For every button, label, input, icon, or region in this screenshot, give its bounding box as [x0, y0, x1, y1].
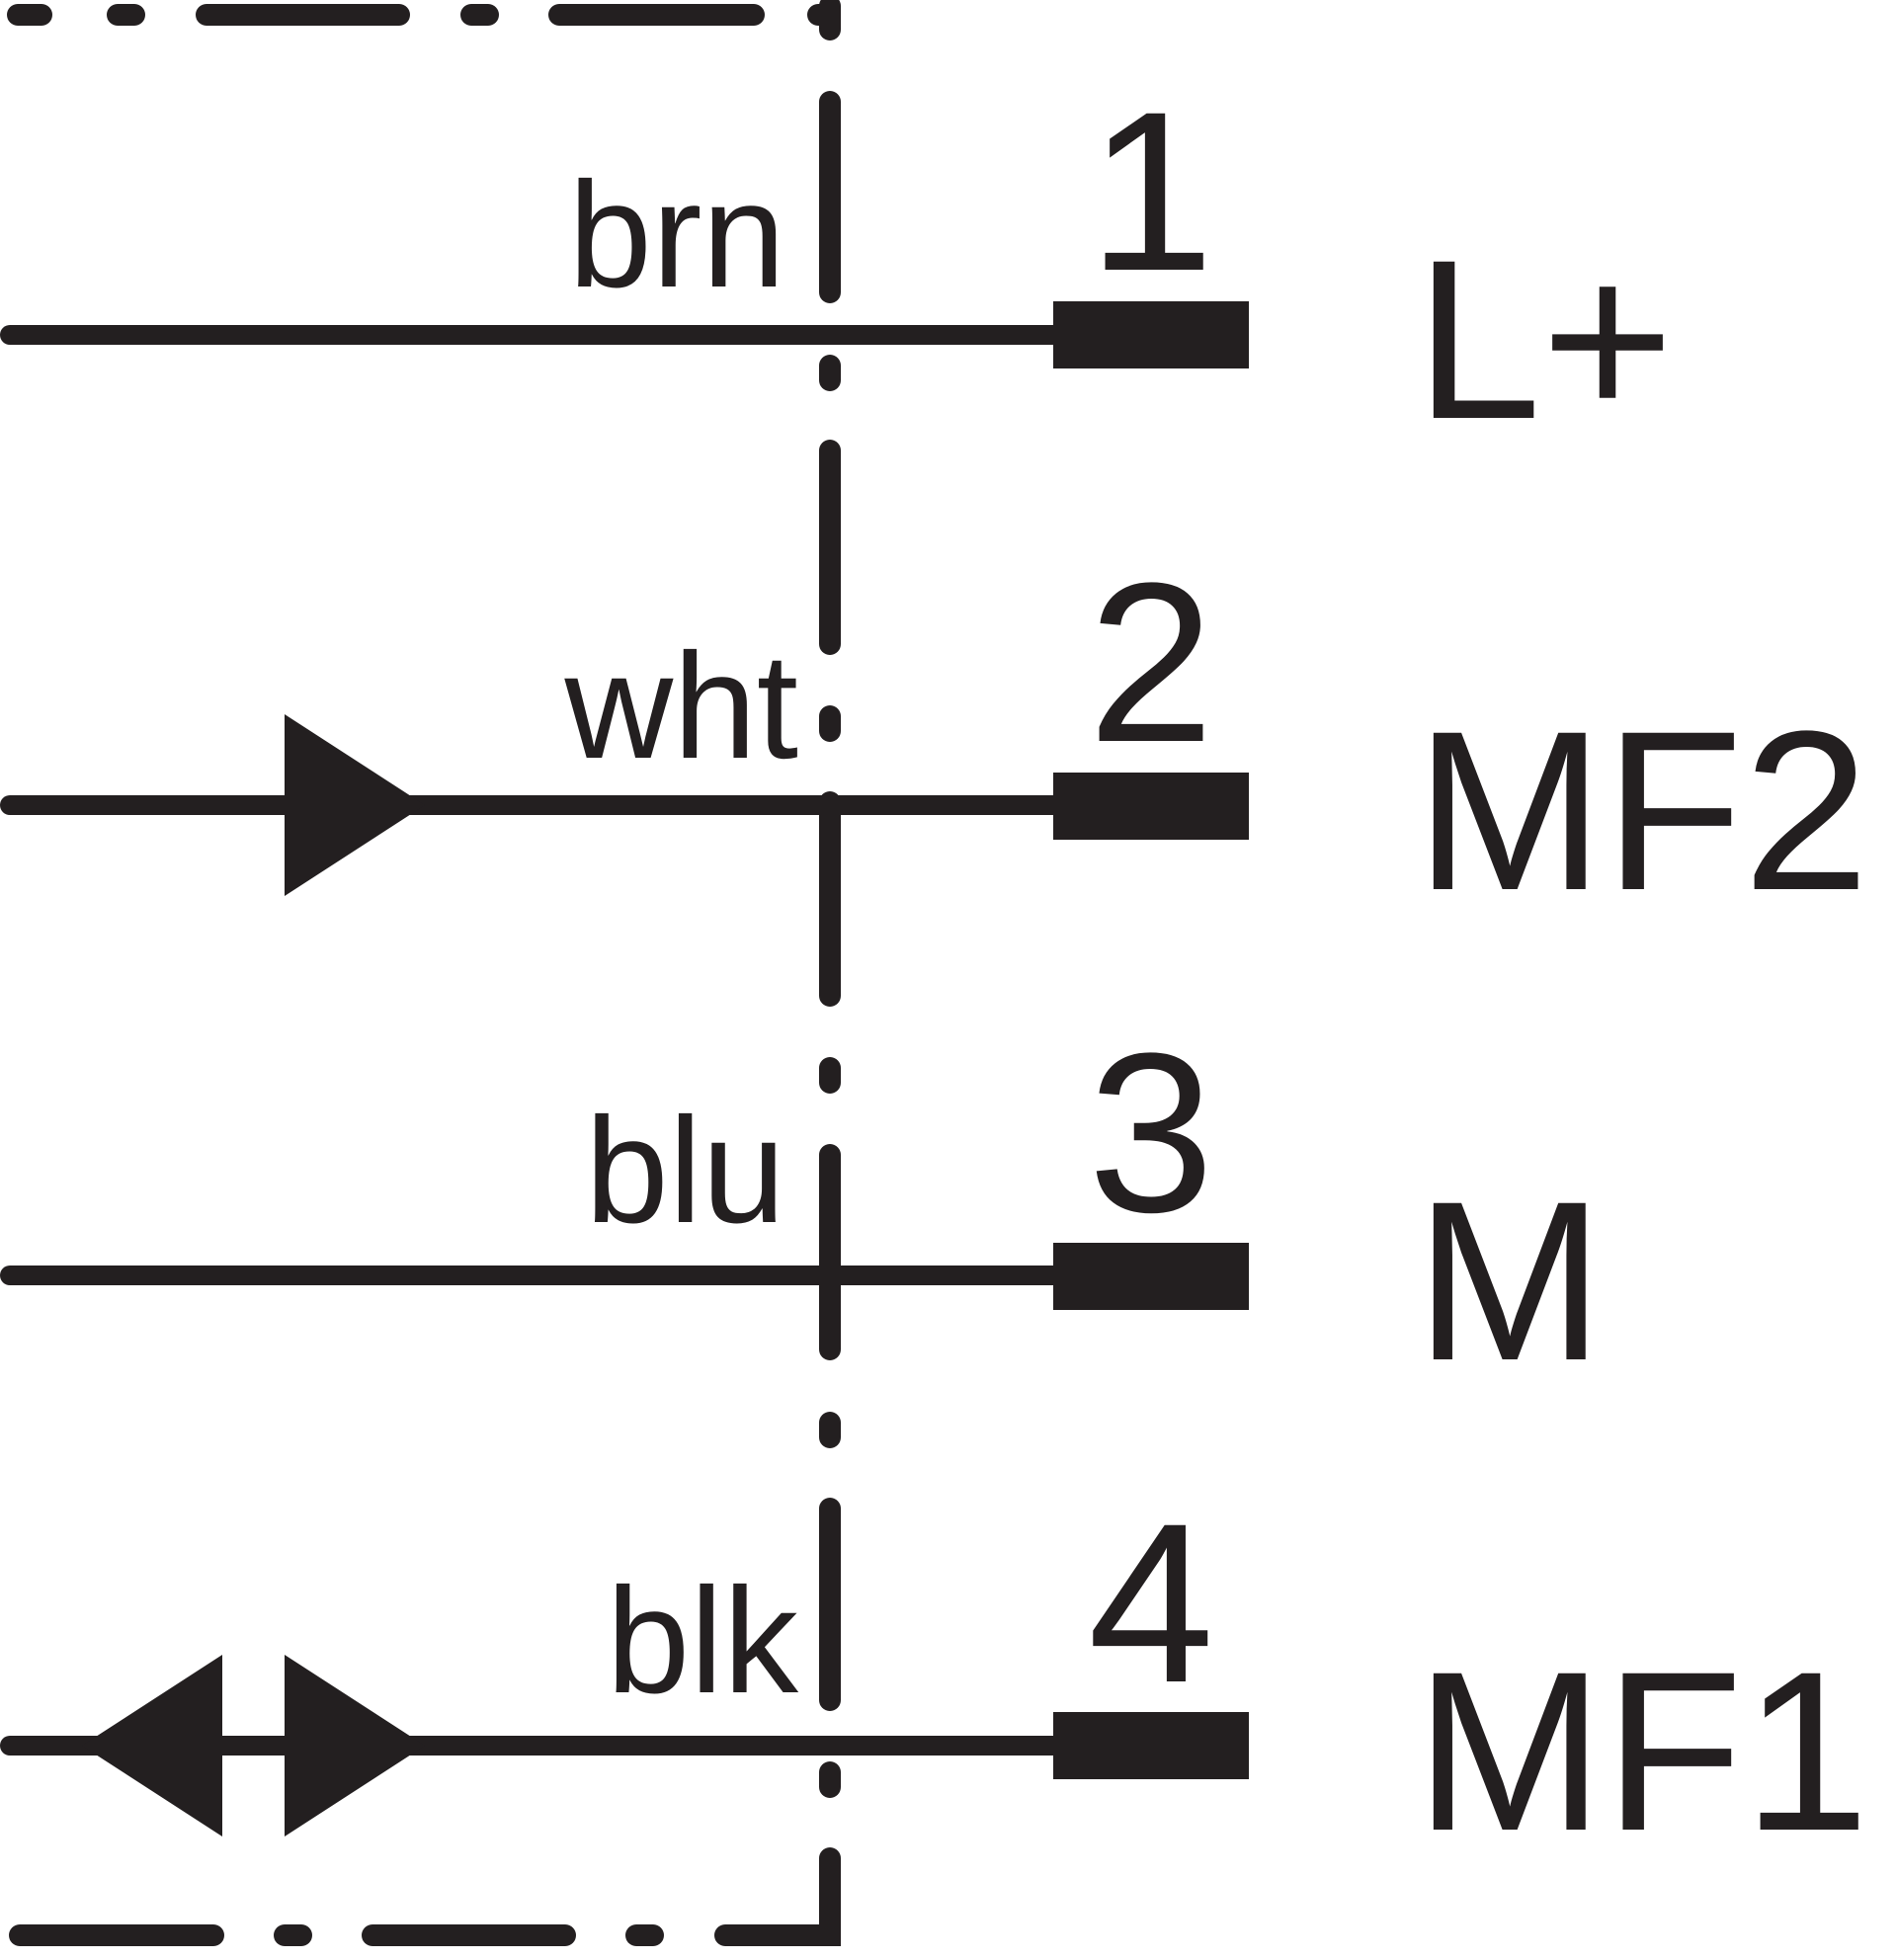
pin-number: 3	[1088, 1006, 1214, 1260]
pin-row-4: blk 4 MF1	[0, 1476, 1869, 1878]
terminal-block	[1053, 1243, 1249, 1310]
pin-row-1: brn 1 L+	[0, 64, 1674, 466]
signal-name: MF2	[1415, 684, 1869, 938]
terminal-block	[1053, 301, 1249, 368]
wire-color-label: brn	[568, 151, 785, 319]
terminal-block	[1053, 1712, 1249, 1779]
single-arrow-right-icon	[285, 714, 425, 896]
pin-number: 1	[1088, 64, 1214, 318]
signal-name: L+	[1415, 212, 1674, 466]
wire-color-label: blk	[607, 1557, 799, 1725]
pin-row-3: blu 3 M	[0, 1006, 1605, 1408]
wire-color-label: wht	[563, 622, 798, 790]
signal-name: M	[1415, 1154, 1605, 1408]
signal-name: MF1	[1415, 1624, 1869, 1878]
pin-number: 4	[1088, 1476, 1214, 1730]
bidirectional-arrow-icon	[82, 1655, 425, 1837]
pin-number: 2	[1088, 535, 1214, 789]
wire-color-label: blu	[585, 1087, 785, 1255]
housing-bottom-border	[9, 1847, 841, 1946]
pin-row-2: wht 2 MF2	[0, 535, 1869, 938]
terminal-block	[1053, 773, 1249, 840]
